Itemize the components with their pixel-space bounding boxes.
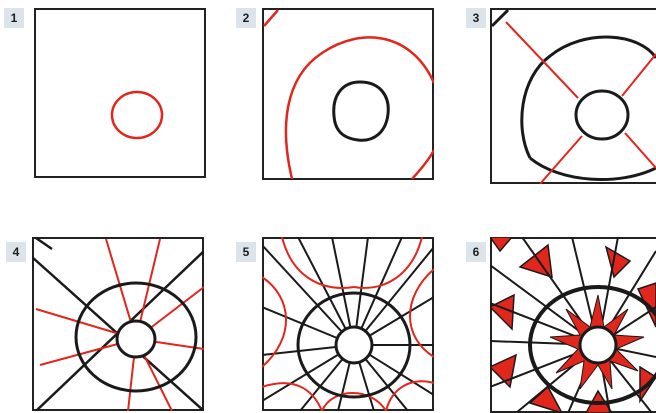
outer-ring xyxy=(528,285,656,405)
step-number-badge: 2 xyxy=(236,8,256,28)
step-2-drawing xyxy=(262,8,434,180)
step-number-badge: 4 xyxy=(6,242,26,262)
frame xyxy=(34,8,206,178)
outer-ring xyxy=(284,36,434,180)
step-5-drawing xyxy=(262,237,434,411)
step-number-badge: 1 xyxy=(4,8,24,28)
step-number-badge: 3 xyxy=(466,8,486,28)
step-4-drawing xyxy=(32,237,204,411)
center-circle xyxy=(332,80,390,142)
outer-ring xyxy=(520,35,656,159)
center-circle xyxy=(578,325,618,365)
step-1-drawing xyxy=(34,8,206,178)
center-circle xyxy=(115,319,157,359)
step-number-badge: 5 xyxy=(236,242,256,262)
first-circle xyxy=(110,90,164,140)
step-3-drawing xyxy=(490,8,656,184)
corner-arc xyxy=(263,9,279,27)
center-circle xyxy=(574,89,630,141)
outer-ring xyxy=(296,291,412,399)
outer-ring xyxy=(74,281,198,393)
step-number-badge: 6 xyxy=(466,242,486,262)
diagonal-lines xyxy=(505,21,656,184)
red-arcs xyxy=(262,237,434,411)
center-circle xyxy=(334,325,374,365)
step-6-drawing xyxy=(490,237,656,413)
